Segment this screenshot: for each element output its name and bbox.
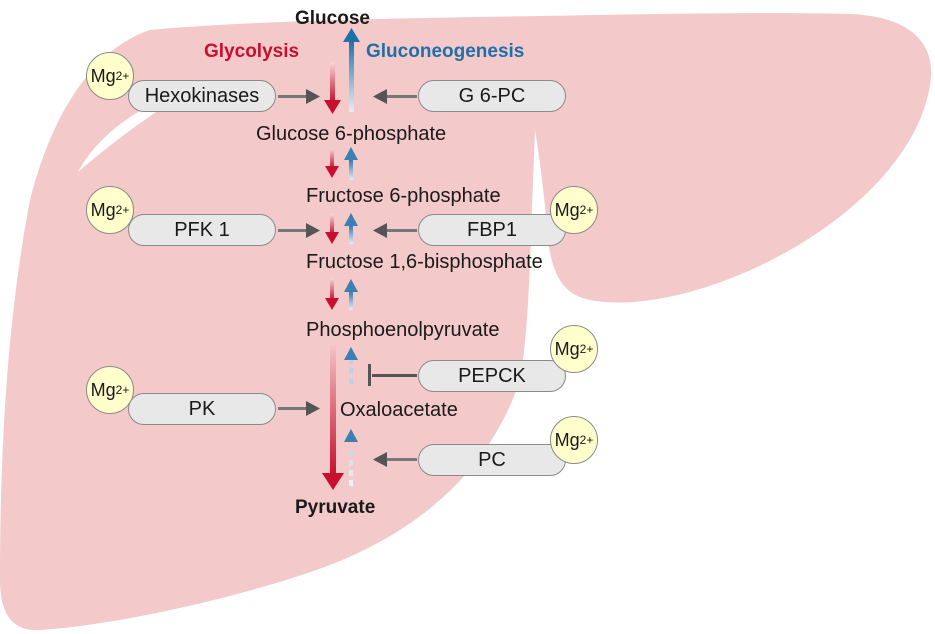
pc-label: PC <box>478 448 506 471</box>
glycolysis-arrows <box>322 62 344 490</box>
pc-pill: PC <box>418 444 566 476</box>
g6pc-pill: G 6-PC <box>418 80 566 112</box>
gluconeogenesis-arrows <box>343 28 360 486</box>
fbp1-label: FBP1 <box>466 218 518 241</box>
pfk1-label: PFK 1 <box>174 218 230 241</box>
hexokinases-pill: Hexokinases <box>128 80 276 112</box>
fructose-16-bisphosphate-label: Fructose 1,6-bisphosphate <box>306 251 543 273</box>
enzyme-arrows <box>278 89 417 467</box>
pepck-label: PEPCK <box>458 364 526 387</box>
pk-label: PK <box>188 397 216 420</box>
pyruvate-label: Pyruvate <box>295 497 376 518</box>
pepck-pill: PEPCK <box>418 360 566 392</box>
fructose-6-phosphate-label: Fructose 6-phosphate <box>306 185 501 207</box>
hexokinases-label: Hexokinases <box>144 84 260 107</box>
gluconeogenesis-label: Gluconeogenesis <box>366 41 525 62</box>
pfk1-pill: PFK 1 <box>128 214 276 246</box>
g6pc-label: G 6-PC <box>458 84 526 107</box>
phosphoenolpyruvate-label: Phosphoenolpyruvate <box>306 319 500 341</box>
liver-shape <box>0 13 932 631</box>
oxaloacetate-label: Oxaloacetate <box>340 399 458 421</box>
pk-pill: PK <box>128 393 276 425</box>
glycolysis-label: Glycolysis <box>204 41 300 62</box>
fbp1-pill: FBP1 <box>418 214 566 246</box>
glucose-label: Glucose <box>295 8 370 29</box>
glucose-6-phosphate-label: Glucose 6-phosphate <box>256 123 447 145</box>
